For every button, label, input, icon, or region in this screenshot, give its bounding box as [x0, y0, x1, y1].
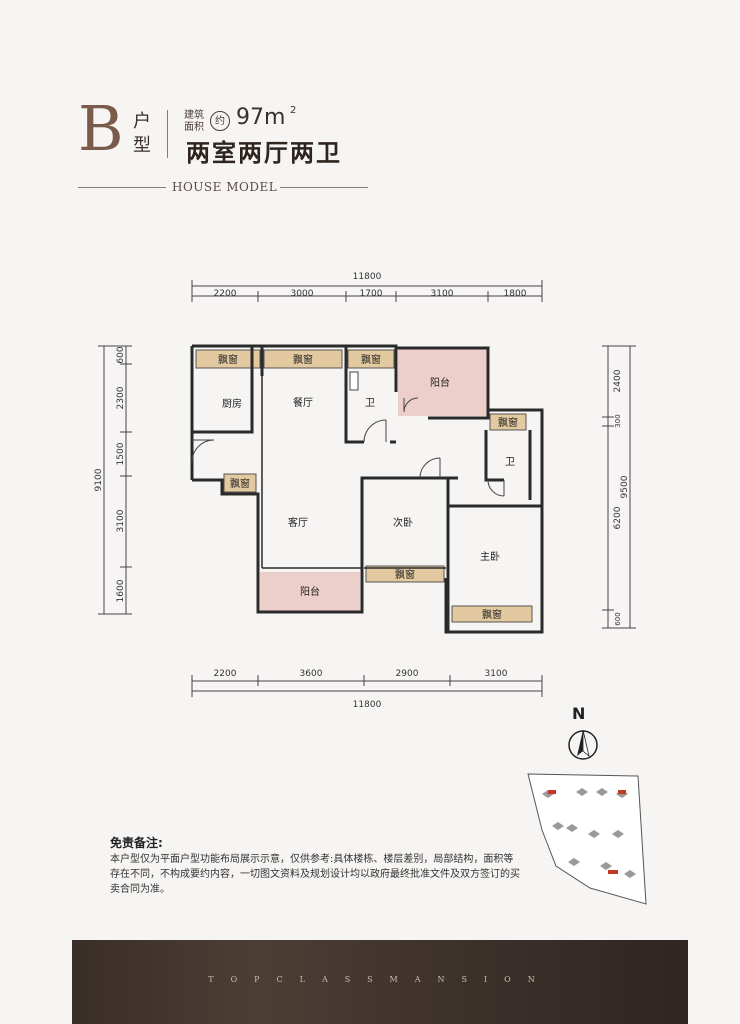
bay-window-second-bedroom: [365, 565, 445, 583]
dim-right-3: 6200: [613, 506, 623, 529]
room-bathroom-1: 卫: [365, 398, 375, 409]
dim-top-total: 11800: [353, 272, 382, 282]
dim-top-5: 1800: [504, 289, 527, 299]
room-bathroom-2: 卫: [505, 457, 515, 468]
area-unit-superscript: 2: [290, 105, 297, 116]
dim-bottom-2: 3600: [300, 669, 323, 679]
bay-window-bath: [347, 349, 395, 369]
dim-right-1: 2400: [613, 369, 623, 392]
dim-bottom-3: 2900: [396, 669, 419, 679]
approx-badge: 约: [210, 111, 230, 131]
dim-left-3: 1500: [116, 442, 126, 465]
room-dining: 餐厅: [293, 396, 313, 409]
room-kitchen: 厨房: [222, 397, 242, 410]
room-balcony-bottom: 阳台: [300, 585, 320, 598]
disclaimer-body: 本户型仅为平面户型功能布局展示示意，仅供参考:具体楼栋、楼层差别，局部结构，面积…: [110, 854, 520, 895]
dim-left-2: 2300: [116, 386, 126, 409]
subtitle-rule-right: [280, 187, 368, 188]
bay-window-side: [223, 473, 257, 493]
subtitle-rule-left: [78, 187, 166, 188]
dim-top-1: 2200: [214, 289, 237, 299]
room-living: 客厅: [288, 516, 308, 529]
bay-label-kitchen: 飘窗: [218, 353, 238, 366]
bay-label-bath2: 飘窗: [498, 416, 518, 429]
bay-label-dining: 飘窗: [293, 353, 313, 366]
dim-left-5: 1600: [116, 579, 126, 602]
bay-label-bath: 飘窗: [361, 353, 381, 366]
dim-bottom-total: 11800: [353, 700, 382, 710]
layout-name: 两室两厅两卫: [186, 139, 342, 167]
dim-top-2: 3000: [291, 289, 314, 299]
bay-window-bath2: [489, 413, 527, 431]
room-master-bedroom: 主卧: [480, 550, 500, 563]
dim-right-total: 9500: [620, 475, 630, 498]
dim-left-4: 3100: [116, 509, 126, 532]
bay-label-master: 飘窗: [482, 608, 502, 621]
room-balcony-top: 阳台: [430, 376, 450, 389]
house-model-subtitle: HOUSE MODEL: [172, 180, 278, 194]
footer-tagline: TOPCLASSMANSION: [208, 975, 552, 984]
dim-bottom-1: 2200: [214, 669, 237, 679]
area-label-1: 建筑: [184, 110, 204, 121]
area-value: 97m: [236, 105, 286, 130]
bay-window-dining: [263, 349, 343, 369]
bay-window-master: [451, 605, 533, 623]
bay-label-side: 飘窗: [230, 477, 250, 490]
dim-left-1: 600: [116, 346, 126, 363]
compass-north-label: N: [572, 704, 586, 723]
site-plan-icon: [527, 773, 647, 905]
area-label-2: 面积: [184, 122, 204, 133]
disclaimer-title: 免责备注:: [110, 836, 163, 850]
unit-type-char-1: 户: [133, 111, 151, 132]
room-second-bedroom: 次卧: [393, 516, 413, 529]
footer-band: [72, 940, 688, 1024]
balcony-top-fill: [398, 348, 488, 416]
dim-right-2: 300: [614, 414, 622, 427]
dim-bottom-4: 3100: [485, 669, 508, 679]
dim-top-3: 1700: [360, 289, 383, 299]
dim-left-total: 9100: [94, 468, 104, 491]
unit-type-letter: B: [78, 92, 124, 165]
header-divider: [167, 110, 168, 158]
dim-right-4: 600: [614, 612, 622, 625]
balcony-bottom-fill: [260, 572, 360, 612]
bay-window-kitchen: [195, 349, 261, 369]
unit-type-char-2: 型: [133, 135, 151, 156]
bay-label-second-bedroom: 飘窗: [395, 568, 415, 581]
compass-icon: [568, 729, 598, 760]
dim-top-4: 3100: [431, 289, 454, 299]
